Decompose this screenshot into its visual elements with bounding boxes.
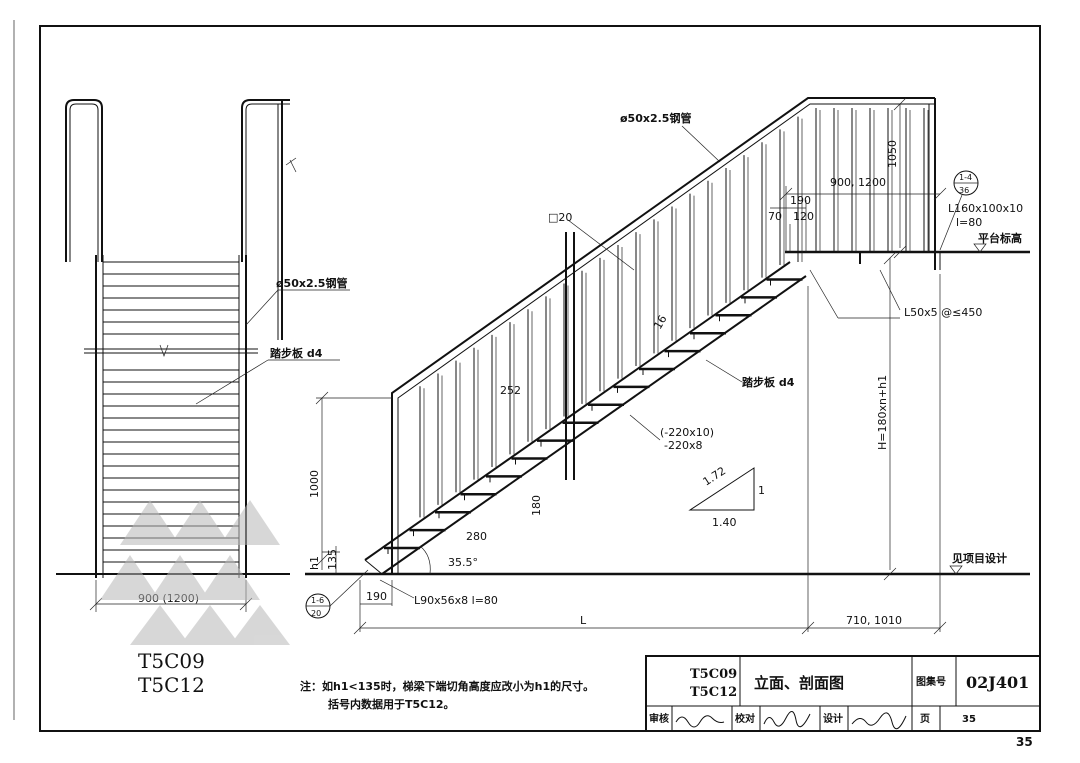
end-tread-label: 踏步板 d4 [270, 346, 323, 360]
callout-top-page: 36 [959, 186, 969, 195]
note-line-2: 括号内数据用于T5C12。 [328, 697, 455, 711]
sheet-page-number: 35 [1016, 735, 1033, 749]
end-view [56, 99, 350, 612]
tread-thickness-dim: 16 [651, 313, 669, 332]
slope-value-3: 1.40 [712, 516, 737, 529]
elevation-view [305, 97, 1030, 635]
tread-label: 踏步板 d4 [742, 375, 795, 389]
slope-value-2: 1 [758, 484, 765, 497]
base-length-dim: 190 [366, 590, 387, 603]
h1-dim: h1 [308, 556, 321, 570]
platform-width-dim: 900, 1200 [830, 176, 886, 189]
rail-height-dim: 1000 [308, 470, 321, 498]
span-dim: L [580, 614, 587, 627]
watermark-logo [100, 500, 290, 645]
callout-bottom-page: 20 [311, 609, 321, 618]
check-label: 校对 [735, 712, 755, 725]
title-code-2: T5C12 [690, 685, 737, 700]
tube-label: ø50x2.5钢管 [620, 111, 691, 125]
top-angle-length: l=80 [956, 216, 982, 229]
platform-label: 平台标高 [978, 231, 1022, 245]
title-text: 立面、剖面图 [754, 674, 844, 692]
platform-angle-label: L50x5 @≤450 [904, 306, 982, 319]
base-angle-label: L90x56x8 l=80 [414, 594, 498, 607]
riser-dim: 180 [530, 495, 543, 516]
dim-70: 70 [768, 210, 782, 223]
page-number-cell: 35 [962, 714, 976, 725]
note-line-1: 注：如h1<135时，梯梁下端切角高度应改小为h1的尺寸。 [300, 679, 594, 693]
end-length-dim: 710, 1010 [846, 614, 902, 627]
ground-label: 见项目设计 [952, 551, 1007, 565]
atlas-number: 02J401 [966, 673, 1029, 692]
end-view-treads [103, 261, 239, 563]
post-size-label: □20 [548, 211, 572, 224]
stringer-label-1: (-220x10) [660, 426, 714, 439]
review-label: 审核 [649, 712, 669, 725]
title-block [645, 655, 1041, 732]
tread-depth-dim: 280 [466, 530, 487, 543]
end-tube-label: ø50x2.5钢管 [276, 276, 347, 290]
drawing-code-1: T5C09 [138, 649, 205, 673]
title-code-1: T5C09 [690, 667, 737, 682]
callout-top-number: 1-4 [959, 173, 972, 182]
dim-120: 120 [793, 210, 814, 223]
atlas-label: 图集号 [916, 675, 946, 688]
elevation-balusters [419, 108, 929, 518]
top-angle-label: L160x100x10 [948, 202, 1023, 215]
sheet-frame [13, 20, 1041, 732]
top-rail-height-dim: 1050 [886, 140, 899, 168]
drawing-code-2: T5C12 [138, 673, 205, 697]
dim-190: 190 [790, 194, 811, 207]
callout-bottom-number: 1-6 [311, 596, 324, 605]
elevation-steps [384, 278, 803, 554]
step-pitch-dim: 252 [500, 384, 521, 397]
stringer-label-2: -220x8 [664, 439, 702, 452]
page-label: 页 [920, 713, 930, 725]
start-height-dim: 135 [326, 549, 339, 570]
design-label: 设计 [823, 712, 843, 725]
angle-label: 35.5° [448, 556, 478, 569]
height-dim: H=180xn+h1 [876, 375, 889, 450]
slope-value-1: 1.72 [701, 464, 729, 488]
